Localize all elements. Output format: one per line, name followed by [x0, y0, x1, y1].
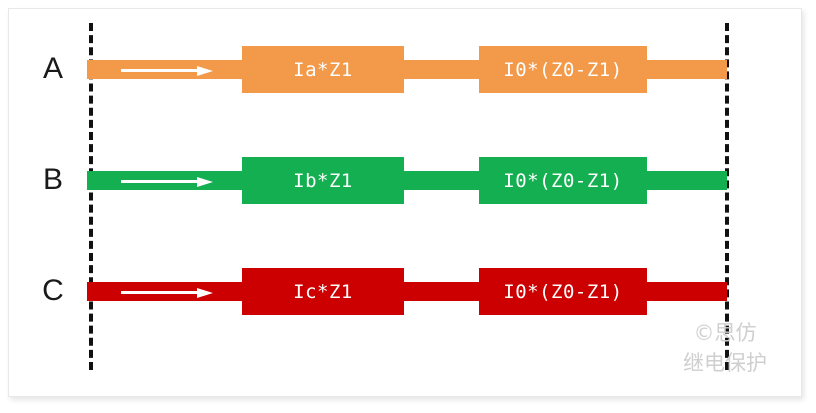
- current-direction-arrow-c: [121, 288, 213, 298]
- right-dashed-boundary-line: [725, 23, 729, 370]
- arrow-shaft: [121, 291, 199, 294]
- arrow-shaft: [121, 180, 199, 183]
- watermark: ©思仿 继电保护: [683, 318, 767, 378]
- current-direction-arrow-a: [121, 66, 213, 76]
- current-direction-arrow-b: [121, 177, 213, 187]
- arrow-shaft: [121, 69, 199, 72]
- watermark-line-2: 继电保护: [683, 351, 767, 375]
- impedance-block-a-1: Ia*Z1: [242, 46, 404, 93]
- phase-row-c: C Ic*Z1 I0*(Z0-Z1): [9, 261, 801, 321]
- impedance-block-c-2: I0*(Z0-Z1): [479, 268, 647, 315]
- phase-label-a: A: [42, 52, 63, 85]
- impedance-block-b-2: I0*(Z0-Z1): [479, 157, 647, 204]
- impedance-block-c-1: Ic*Z1: [242, 268, 404, 315]
- diagram-card: A Ia*Z1 I0*(Z0-Z1) B Ib*Z1 I0*(Z0-Z1) C …: [8, 8, 802, 397]
- arrow-head: [197, 177, 213, 187]
- phase-row-a: A Ia*Z1 I0*(Z0-Z1): [9, 39, 801, 99]
- impedance-block-b-1: Ib*Z1: [242, 157, 404, 204]
- phase-row-b: B Ib*Z1 I0*(Z0-Z1): [9, 150, 801, 210]
- watermark-line-1: ©思仿: [693, 321, 757, 345]
- arrow-head: [197, 288, 213, 298]
- left-dashed-boundary-line: [89, 23, 93, 370]
- impedance-block-a-2: I0*(Z0-Z1): [479, 46, 647, 93]
- phase-label-c: C: [42, 274, 64, 307]
- phase-label-b: B: [42, 163, 63, 196]
- arrow-head: [197, 66, 213, 76]
